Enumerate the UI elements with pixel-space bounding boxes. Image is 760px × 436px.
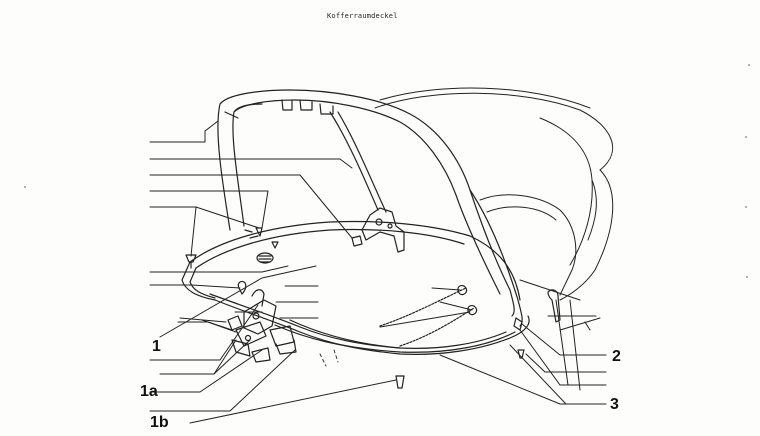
callout-2: 2: [612, 348, 621, 365]
callout-1: 1: [152, 338, 161, 355]
rubber-buffer: [256, 252, 274, 264]
lock-assembly: [227, 287, 475, 363]
bolt-bottom: [395, 375, 405, 389]
trunk-opening-rim: [181, 220, 530, 355]
support-rod-bracket: [547, 289, 561, 323]
scan-speck: [24, 186, 26, 188]
leader-lines-right: [379, 287, 607, 405]
scan-speck: [746, 276, 748, 278]
cable-eye-upper: [457, 285, 468, 296]
callout-1b: 1b: [150, 414, 169, 431]
stud-clip: [237, 280, 247, 295]
diagram-title: Kofferraumdeckel: [327, 12, 398, 20]
bolt-left: [185, 254, 197, 263]
scan-speck: [745, 136, 747, 138]
car-body-outline: [374, 87, 614, 331]
hidden-lines: [319, 349, 339, 367]
scan-speck: [745, 206, 747, 208]
trunk-lid: [217, 89, 523, 327]
callout-3: 3: [610, 396, 619, 413]
small-parts: [185, 227, 561, 389]
scan-speck: [748, 64, 750, 66]
cable-eye-lower: [467, 305, 478, 316]
leader-lines-left: [149, 120, 397, 424]
callout-1a: 1a: [140, 383, 158, 400]
